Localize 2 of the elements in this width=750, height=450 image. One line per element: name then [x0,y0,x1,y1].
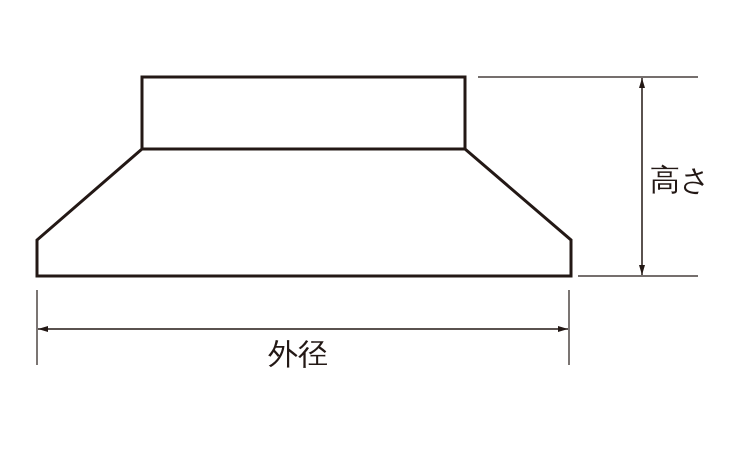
dimension-label: 高さ [650,166,711,196]
dimension-label: 外径 [268,340,328,370]
